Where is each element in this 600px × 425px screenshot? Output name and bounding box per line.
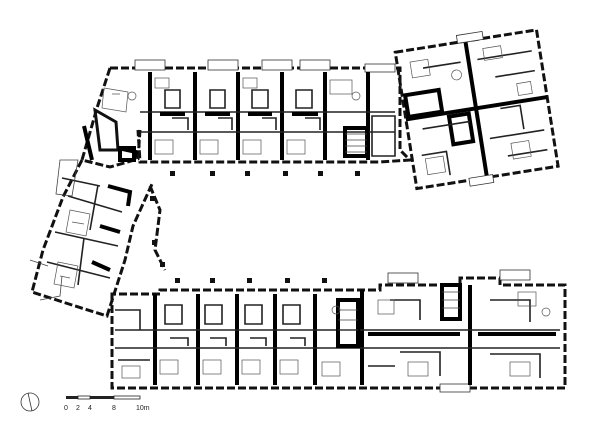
scale-tick-0: 0 [64,405,68,412]
south-wing [110,269,567,393]
courtyard-edge [148,185,167,271]
scale-bar: 0 2 4 8 10m [64,395,150,412]
scale-tick-8: 8 [112,405,116,412]
scale-tick-2: 2 [76,405,80,412]
scale-tick-4: 4 [88,405,92,412]
scale-tick-10m: 10m [136,405,150,412]
north-wing [110,59,414,176]
west-angled-wing [29,67,154,318]
northeast-block [393,28,560,191]
north-arrow-icon [20,392,40,412]
